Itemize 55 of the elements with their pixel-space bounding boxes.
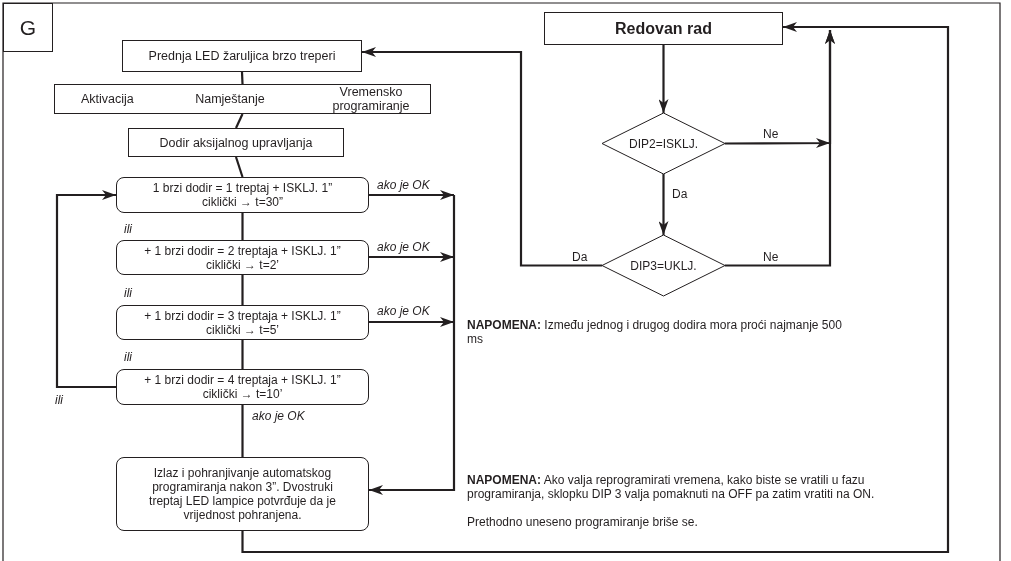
box-label: Vremensko programiranje <box>331 85 411 113</box>
branch-label: ili <box>55 393 63 407</box>
arrow <box>369 190 454 200</box>
edge-label: Ne <box>763 127 779 141</box>
note-text: Prethodno uneseno programiranje briše se. <box>467 515 699 529</box>
step-box <box>116 177 369 213</box>
edge-label: ako je OK <box>377 240 430 254</box>
edge-label: Ne <box>763 250 779 264</box>
box-label: Dodir aksijalnog upravljanja <box>159 135 313 150</box>
arrow <box>369 252 454 262</box>
box-label: Redovan rad <box>615 21 712 36</box>
connector-line <box>234 156 244 178</box>
connector-line <box>241 340 244 369</box>
arrow <box>658 45 669 113</box>
box-label: DIP3=UKLJ. <box>630 258 697 273</box>
step-box <box>116 369 369 405</box>
edge-label: ako je OK <box>377 178 430 192</box>
step-box <box>116 240 369 275</box>
box-label: + 1 brzi dodir = 2 treptaja + ISKLJ. 1” ciklički → t=2’ <box>143 243 342 272</box>
box-label: Aktivacija <box>81 92 134 106</box>
box-label: DIP2=ISKLJ. <box>628 136 698 151</box>
box-label: Namještanje <box>195 92 265 106</box>
arrow <box>369 195 456 495</box>
box-label: Prednja LED žaruljica brzo treperi <box>148 49 336 63</box>
note-text: NAPOMENA: Između jednog i drugog dodira mora proći najmanje 500 ms <box>467 318 843 346</box>
step-box <box>116 457 369 531</box>
arrow <box>55 190 116 389</box>
box-label: + 1 brzi dodir = 4 treptaja + ISKLJ. 1” ciklički → t=10’ <box>143 373 342 401</box>
edge-label: Da <box>672 187 688 201</box>
branch-label: ili <box>124 222 132 236</box>
section-letter: G <box>19 20 37 35</box>
section-tag <box>3 3 53 52</box>
note-text: NAPOMENA: Ako valja reprogramirati vremena, kako biste se vratili u fazu programiranja, sklopku DIP 3 valja pomaknuti na OFF pa zatim vratiti na ON. <box>467 473 876 501</box>
connector-line <box>235 113 244 129</box>
arrow <box>658 174 669 235</box>
connector-line <box>241 405 244 457</box>
box-label: Izlaz i pohranjivanje automatskog programiranja nakon 3”. Dvostruki treptaj LED lampice potvrđuje da je vrijednost pohranjena. <box>148 466 337 522</box>
process-box <box>128 128 344 157</box>
connector-line <box>241 213 244 240</box>
connector-line <box>240 71 244 85</box>
arrow <box>783 22 830 32</box>
box-label: 1 brzi dodir = 1 treptaj + ISKLJ. 1” ciklički → t=30” <box>151 181 334 209</box>
process-box <box>122 40 362 72</box>
edge-label: ako je OK <box>377 304 430 318</box>
edge-label: ako je OK <box>252 409 305 423</box>
box-label: + 1 brzi dodir = 3 treptaja + ISKLJ. 1” ciklički → t=5’ <box>143 308 342 337</box>
branch-label: ili <box>124 286 132 300</box>
edge-label: Da <box>572 250 588 264</box>
connector-line <box>241 275 244 305</box>
arrow <box>369 317 454 327</box>
process-box <box>54 84 431 114</box>
step-box <box>116 305 369 340</box>
arrow <box>362 47 602 267</box>
branch-label: ili <box>124 350 132 364</box>
state-box <box>544 12 783 45</box>
